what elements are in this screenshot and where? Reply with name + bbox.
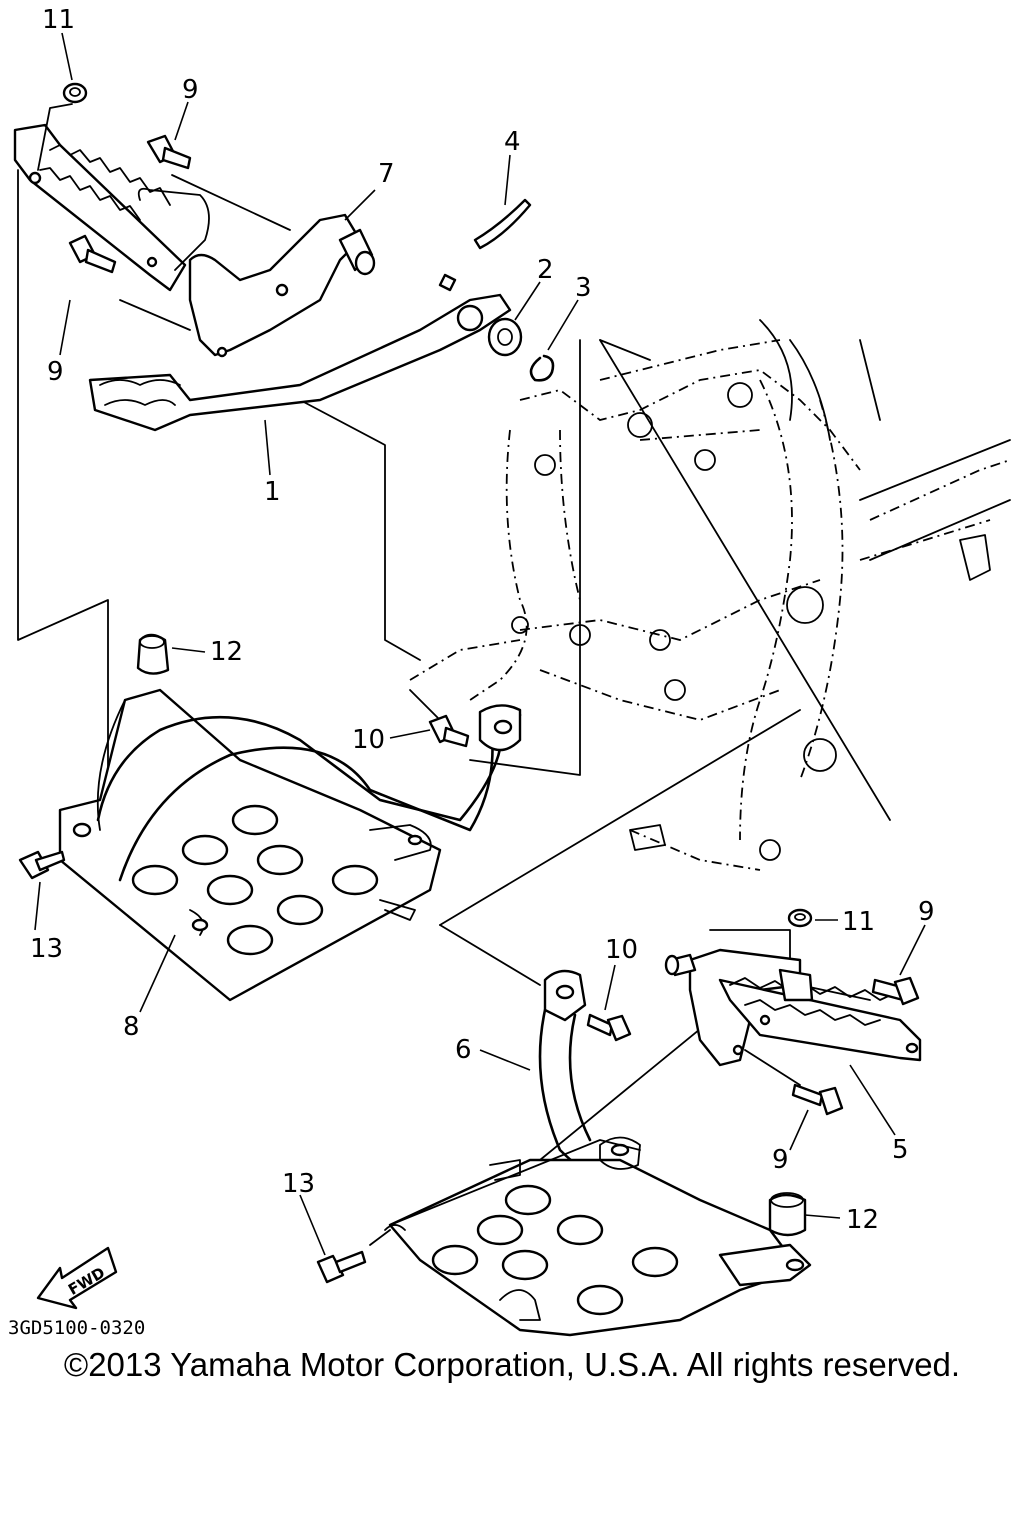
callout-5: 5 (892, 1135, 909, 1165)
callout-8: 8 (123, 1012, 140, 1042)
callout-3: 3 (575, 273, 592, 303)
footrest-bracket-left (188, 213, 376, 358)
callout-4: 4 (504, 127, 521, 157)
fwd-arrow: FWD (36, 1246, 118, 1310)
frame-outline (409, 319, 1011, 821)
callout-labels: 11 9 4 7 2 3 9 1 12 10 13 8 11 9 10 6 5 … (30, 5, 935, 1235)
callout-12-right: 12 (846, 1205, 879, 1235)
callout-9-top: 9 (182, 75, 199, 105)
callout-2: 2 (537, 255, 554, 285)
footrest-right (664, 908, 922, 1116)
callout-12-left: 12 (210, 637, 243, 667)
callout-13-left: 13 (30, 934, 63, 964)
callout-10-right: 10 (605, 935, 638, 965)
callout-7: 7 (378, 159, 395, 189)
brake-pedal (88, 273, 512, 432)
callout-13-right: 13 (282, 1169, 315, 1199)
callout-9-right-top: 9 (918, 897, 935, 927)
frame-phantom (409, 339, 1011, 871)
callout-1: 1 (264, 477, 281, 507)
hardware-top (37, 82, 555, 382)
skid-plate-right (384, 969, 812, 1337)
hardware-right (316, 1013, 807, 1284)
skid-plate-left (18, 633, 522, 1002)
copyright-notice: ©2013 Yamaha Motor Corporation, U.S.A. A… (63, 1346, 961, 1383)
callout-11-right: 11 (842, 907, 875, 937)
callout-11-top: 11 (42, 5, 75, 35)
footpeg-left (13, 123, 210, 292)
callout-9-right-bottom: 9 (772, 1145, 789, 1175)
callout-10-left: 10 (352, 725, 385, 755)
hardware-middle (428, 714, 470, 748)
leader-lines (34, 32, 926, 1256)
assembly-lines (17, 169, 871, 1266)
callout-9-left: 9 (47, 357, 64, 387)
diagram-code: 3GD5100-0320 (8, 1317, 145, 1339)
callout-6: 6 (455, 1035, 472, 1065)
